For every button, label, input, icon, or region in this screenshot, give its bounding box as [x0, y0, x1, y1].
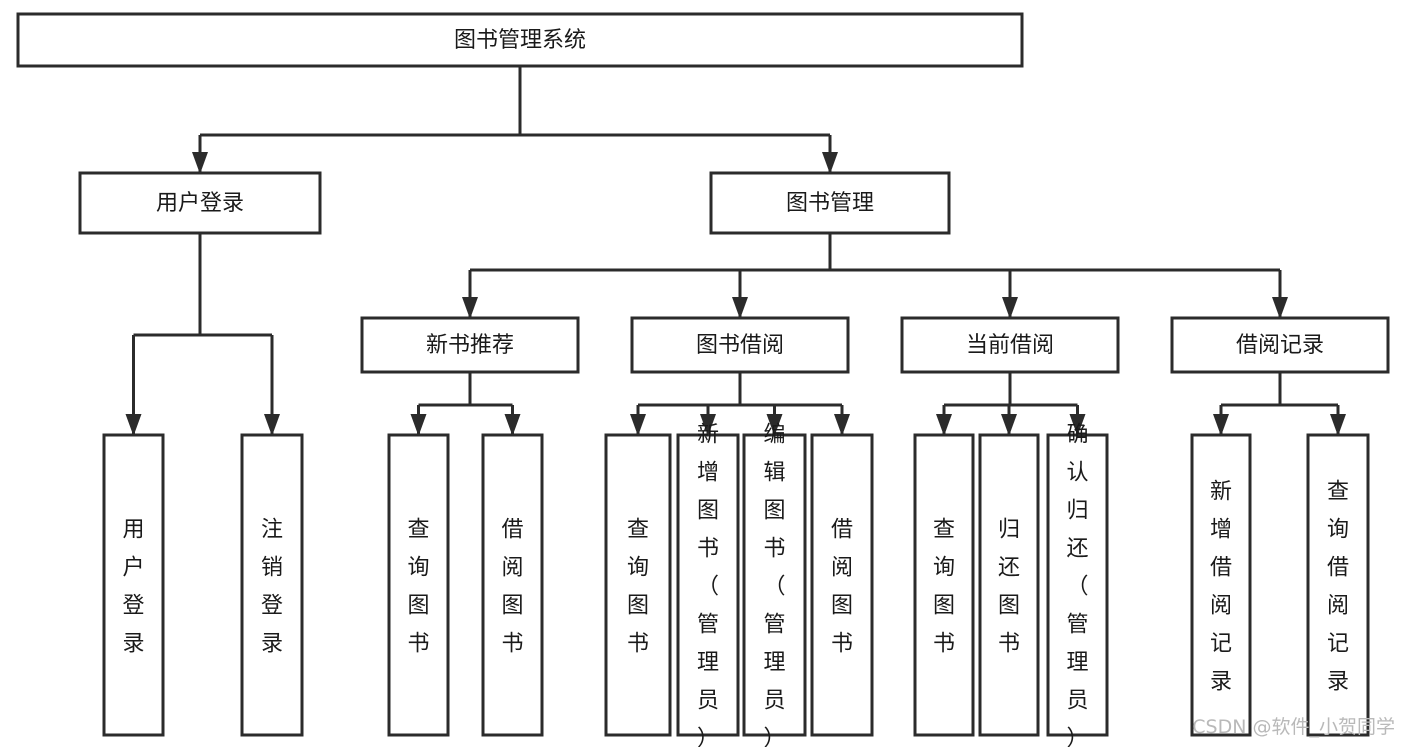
node-label-current-borrow: 当前借阅: [966, 333, 1054, 358]
node-label-leaf-query-record: 查询借阅记录: [1327, 479, 1349, 694]
node-label-leaf-borrow-book-1: 借阅图书: [501, 517, 523, 656]
node-label-leaf-query-book-1: 查询图书: [407, 517, 429, 656]
node-root[interactable]: 图书管理系统: [16, 12, 1024, 68]
node-box-leaf-add-book: [676, 433, 740, 737]
node-box-borrow-record: [1170, 316, 1390, 374]
node-box-leaf-borrow-book-2: [810, 433, 874, 737]
node-leaf-query-book-3[interactable]: 查询图书: [913, 433, 975, 737]
csdn-watermark: CSDN @软件_小贺同学: [1192, 716, 1395, 738]
node-leaf-confirm-return[interactable]: 确认归还（管理员）: [1046, 422, 1109, 747]
node-box-leaf-query-record: [1306, 433, 1370, 737]
node-label-leaf-query-book-3: 查询图书: [933, 517, 955, 656]
node-leaf-user-login[interactable]: 用户登录: [102, 433, 165, 737]
node-label-leaf-add-record: 新增借阅记录: [1210, 479, 1232, 694]
node-box-leaf-edit-book: [742, 433, 807, 737]
node-label-book-manage: 图书管理: [786, 191, 874, 216]
node-box-user-login: [78, 171, 322, 235]
node-book-borrow[interactable]: 图书借阅: [630, 316, 850, 374]
node-box-leaf-query-book-2: [604, 433, 672, 737]
node-label-leaf-confirm-return: 确认归还（管理员）: [1066, 422, 1088, 747]
node-label-leaf-borrow-book-2: 借阅图书: [831, 517, 853, 656]
edge-group-book-manage: [462, 233, 1288, 319]
node-leaf-borrow-book-1[interactable]: 借阅图书: [481, 433, 544, 737]
node-label-leaf-user-login: 用户登录: [122, 517, 144, 656]
node-label-leaf-add-book: 新增图书（管理员）: [697, 422, 719, 747]
node-box-leaf-logout: [240, 433, 304, 737]
node-box-leaf-query-book-1: [387, 433, 450, 737]
node-box-leaf-add-record: [1190, 433, 1252, 737]
node-box-leaf-query-book-3: [913, 433, 975, 737]
node-label-leaf-query-book-2: 查询图书: [627, 517, 649, 656]
node-borrow-record[interactable]: 借阅记录: [1170, 316, 1390, 374]
node-box-leaf-user-login: [102, 433, 165, 737]
node-leaf-add-book[interactable]: 新增图书（管理员）: [676, 422, 740, 747]
node-leaf-query-record[interactable]: 查询借阅记录: [1306, 433, 1370, 737]
node-user-login[interactable]: 用户登录: [78, 171, 322, 235]
node-label-root: 图书管理系统: [454, 28, 586, 53]
edge-group-new-book-recommend: [410, 372, 521, 436]
node-book-manage[interactable]: 图书管理: [709, 171, 951, 235]
node-label-new-book-recommend: 新书推荐: [426, 333, 514, 358]
edge-group-book-borrow: [630, 372, 850, 436]
node-leaf-return-book[interactable]: 归还图书: [978, 433, 1040, 737]
node-leaf-query-book-1[interactable]: 查询图书: [387, 433, 450, 737]
node-label-leaf-logout: 注销登录: [261, 517, 283, 656]
node-current-borrow[interactable]: 当前借阅: [900, 316, 1120, 374]
node-label-leaf-return-book: 归还图书: [998, 517, 1020, 656]
node-box-leaf-return-book: [978, 433, 1040, 737]
node-box-book-manage: [709, 171, 951, 235]
edges-layer: [125, 66, 1346, 436]
node-leaf-edit-book[interactable]: 编辑图书（管理员）: [742, 422, 807, 747]
node-leaf-logout[interactable]: 注销登录: [240, 433, 304, 737]
node-box-current-borrow: [900, 316, 1120, 374]
edge-group-root: [192, 66, 838, 174]
node-box-new-book-recommend: [360, 316, 580, 374]
node-box-leaf-confirm-return: [1046, 433, 1109, 737]
node-box-leaf-borrow-book-1: [481, 433, 544, 737]
edge-group-borrow-record: [1213, 372, 1346, 436]
node-label-leaf-edit-book: 编辑图书（管理员）: [763, 422, 785, 747]
nodes-layer: 图书管理系统用户登录图书管理新书推荐图书借阅当前借阅借阅记录用户登录注销登录查询…: [16, 12, 1390, 747]
node-new-book-recommend[interactable]: 新书推荐: [360, 316, 580, 374]
edge-group-current-borrow: [936, 372, 1086, 436]
node-box-book-borrow: [630, 316, 850, 374]
node-box-root: [16, 12, 1024, 68]
node-leaf-add-record[interactable]: 新增借阅记录: [1190, 433, 1252, 737]
node-label-user-login: 用户登录: [156, 191, 244, 216]
node-label-book-borrow: 图书借阅: [696, 333, 784, 358]
node-leaf-borrow-book-2[interactable]: 借阅图书: [810, 433, 874, 737]
node-label-borrow-record: 借阅记录: [1236, 333, 1324, 358]
node-leaf-query-book-2[interactable]: 查询图书: [604, 433, 672, 737]
edge-group-user-login: [125, 233, 280, 436]
